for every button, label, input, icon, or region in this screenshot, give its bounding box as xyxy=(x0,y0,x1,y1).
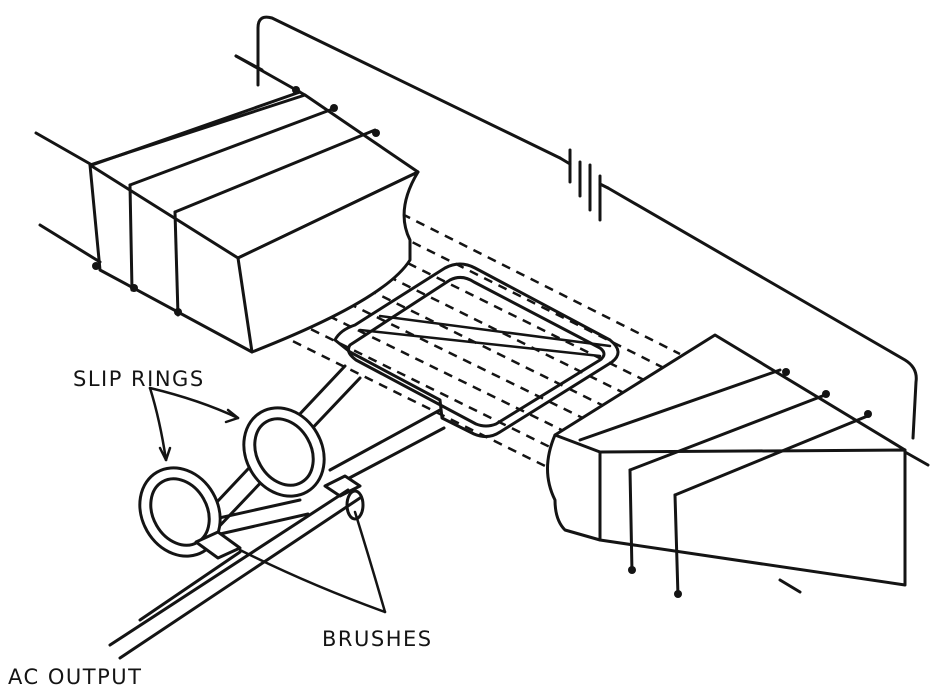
battery-symbol xyxy=(558,148,610,222)
left-pole-magnet xyxy=(34,54,420,354)
ac-output-leads xyxy=(108,488,362,660)
armature-loop xyxy=(333,262,620,439)
slip-ring-front xyxy=(138,466,222,558)
shaft xyxy=(198,364,446,536)
right-pole-magnet xyxy=(546,333,930,598)
slip-rings-label: SLIP RINGS xyxy=(73,367,205,391)
brushes-label: BRUSHES xyxy=(322,627,433,651)
brush-front xyxy=(194,530,242,560)
brush-rear xyxy=(323,474,365,521)
slip-ring-rear xyxy=(242,406,326,498)
slip-rings-leaders xyxy=(148,386,240,462)
brushes-leaders xyxy=(238,510,387,614)
ac-output-label: AC OUTPUT xyxy=(8,665,142,689)
